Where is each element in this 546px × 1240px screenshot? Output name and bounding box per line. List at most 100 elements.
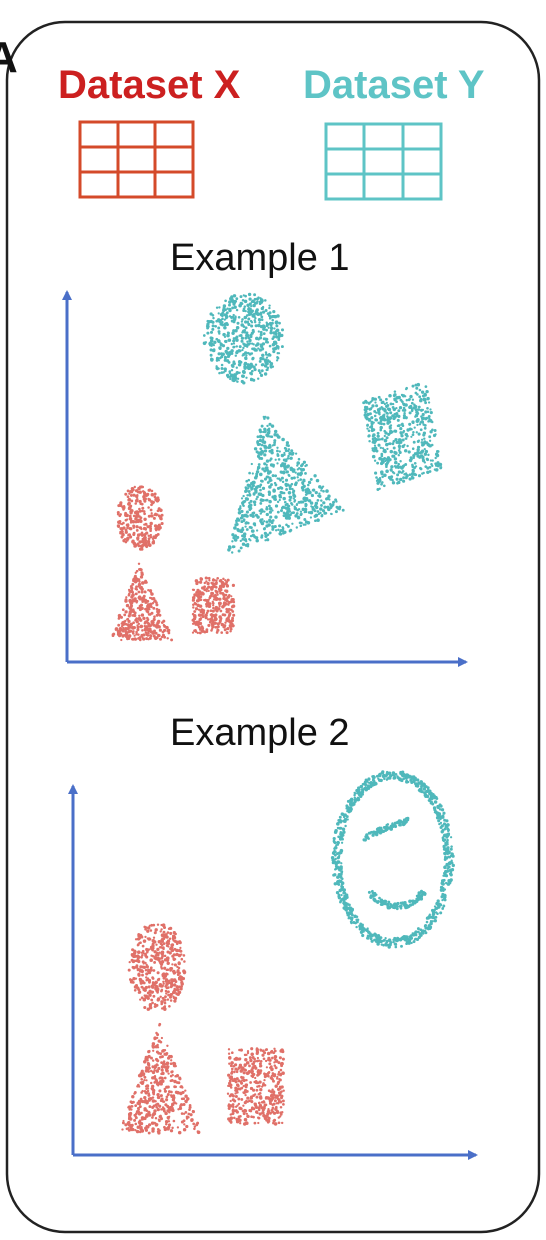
scatter-point: [240, 323, 244, 327]
scatter-point: [386, 902, 390, 906]
scatter-point: [412, 440, 416, 444]
scatter-point: [229, 629, 232, 633]
scatter-point: [210, 629, 213, 632]
scatter-point: [167, 1117, 170, 1120]
scatter-point: [379, 446, 383, 450]
scatter-point: [278, 532, 282, 536]
scatter-point: [164, 989, 168, 993]
scatter-point: [146, 1056, 149, 1060]
scatter-point: [253, 312, 256, 315]
scatter-point: [273, 433, 277, 437]
scatter-point: [127, 1106, 130, 1109]
scatter-point: [337, 896, 342, 900]
scatter-point: [177, 1081, 181, 1085]
scatter-point: [434, 810, 438, 813]
example-1-axes: [62, 290, 468, 667]
scatter-point: [252, 492, 256, 496]
scatter-point: [203, 588, 207, 592]
scatter-point: [162, 623, 166, 627]
scatter-point: [242, 294, 245, 297]
scatter-point: [192, 617, 196, 621]
scatter-point: [147, 968, 150, 972]
scatter-point: [417, 781, 421, 784]
scatter-point: [290, 476, 294, 480]
scatter-point: [156, 1095, 161, 1100]
scatter-point: [192, 620, 196, 623]
scatter-point: [228, 1079, 232, 1083]
scatter-point: [191, 1110, 195, 1114]
scatter-point: [414, 383, 418, 387]
scatter-point: [354, 921, 357, 925]
scatter-point: [288, 498, 292, 502]
scatter-point: [244, 497, 248, 501]
scatter-point: [152, 606, 156, 610]
scatter-point: [283, 500, 287, 504]
scatter-point: [221, 584, 226, 588]
scatter-point: [235, 1070, 239, 1074]
scatter-point: [159, 962, 164, 966]
scatter-point: [237, 363, 242, 367]
scatter-point: [263, 372, 268, 376]
scatter-point: [183, 960, 186, 963]
scatter-point: [193, 610, 197, 613]
scatter-point: [151, 939, 156, 943]
scatter-point: [413, 461, 417, 465]
scatter-point: [249, 1095, 253, 1099]
scatter-point: [263, 462, 267, 466]
scatter-point: [427, 401, 431, 404]
scatter-point: [156, 1059, 160, 1063]
scatter-point: [144, 985, 148, 990]
scatter-point: [370, 427, 374, 431]
scatter-point: [237, 529, 241, 533]
scatter-point: [165, 1068, 169, 1072]
scatter-point: [266, 323, 269, 326]
scatter-point: [259, 1069, 263, 1073]
scatter-point: [385, 469, 389, 474]
scatter-point: [196, 631, 200, 635]
scatter-point: [168, 926, 173, 931]
scatter-point: [151, 981, 156, 986]
scatter-point: [281, 437, 285, 442]
scatter-point: [386, 447, 389, 451]
scatter-point: [272, 350, 276, 354]
scatter-point: [142, 594, 146, 598]
scatter-point: [293, 482, 298, 487]
scatter-point: [413, 901, 417, 905]
scatter-point: [378, 456, 382, 461]
scatter-point: [375, 934, 380, 938]
scatter-point: [290, 501, 293, 505]
scatter-point: [131, 981, 135, 984]
scatter-point: [143, 598, 148, 603]
scatter-point: [390, 465, 394, 469]
scatter-point: [259, 472, 263, 477]
scatter-point: [174, 1090, 179, 1094]
scatter-point: [276, 314, 280, 318]
scatter-point: [397, 440, 401, 444]
scatter-point: [264, 1103, 268, 1107]
scatter-point: [169, 985, 173, 989]
scatter-point: [222, 332, 226, 337]
scatter-point: [254, 536, 259, 540]
scatter-point: [266, 368, 269, 372]
scatter-point: [246, 342, 251, 346]
scatter-point: [140, 585, 143, 589]
scatter-point: [246, 314, 249, 317]
scatter-point: [145, 1067, 148, 1071]
scatter-point: [150, 923, 154, 927]
scatter-point: [239, 1069, 243, 1073]
scatter-point: [135, 525, 139, 529]
scatter-point: [264, 1059, 268, 1063]
scatter-point: [387, 826, 391, 829]
scatter-point: [388, 442, 392, 446]
scatter-point: [117, 616, 121, 619]
scatter-point: [296, 461, 300, 465]
scatter-point: [153, 960, 157, 964]
scatter-point: [158, 946, 162, 949]
scatter-point: [269, 1098, 274, 1102]
scatter-point: [426, 917, 429, 920]
scatter-point: [154, 1116, 158, 1120]
scatter-point: [251, 347, 254, 351]
scatter-point: [441, 815, 445, 819]
scatter-point: [126, 489, 130, 493]
scatter-point: [399, 427, 403, 431]
